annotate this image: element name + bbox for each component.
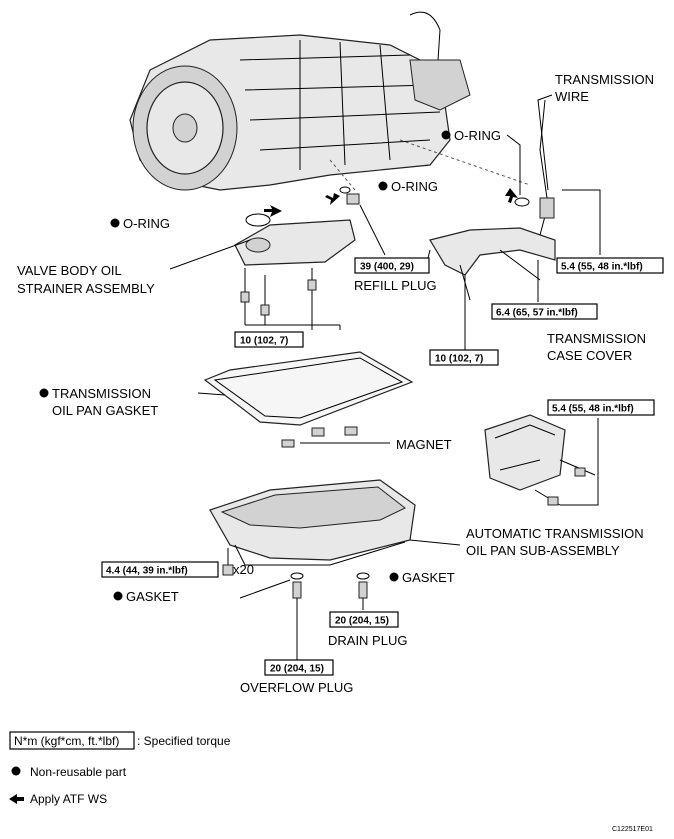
torque-strainer-bolts: 10 (102, 7) <box>234 331 304 348</box>
legend: N*m (kgf*cm, ft.*lbf) : Specified torque… <box>9 731 231 806</box>
oil-pan-gasket <box>203 351 414 426</box>
legend-torque-box: N*m (kgf*cm, ft.*lbf) <box>14 734 119 748</box>
svg-text:TRANSMISSION: TRANSMISSION <box>555 72 654 87</box>
svg-text:STRAINER ASSEMBLY: STRAINER ASSEMBLY <box>17 281 155 296</box>
o-ring-mid-label: O-RING <box>391 179 438 194</box>
svg-text:TRANSMISSION: TRANSMISSION <box>547 331 646 346</box>
o-ring-left-label: O-RING <box>123 216 170 231</box>
apply-atf-arrow-icon <box>9 794 24 804</box>
legend-apply-atf: Apply ATF WS <box>30 792 107 806</box>
gasket-left-label: GASKET <box>126 589 179 604</box>
svg-text:TRANSMISSION: TRANSMISSION <box>52 386 151 401</box>
svg-text:5.4 (55, 48 in.*lbf): 5.4 (55, 48 in.*lbf) <box>561 262 643 273</box>
svg-text:20 (204, 15): 20 (204, 15) <box>335 616 389 627</box>
overflow-plug-label: OVERFLOW PLUG <box>240 680 353 695</box>
non-reusable-dot-icon <box>110 218 120 228</box>
oil-pan-label: AUTOMATIC TRANSMISSION OIL PAN SUB-ASSEM… <box>466 526 644 558</box>
non-reusable-dot-icon <box>389 572 399 582</box>
transmission-wire-harness <box>424 99 556 301</box>
svg-text:6.4 (65, 57 in.*lbf): 6.4 (65, 57 in.*lbf) <box>496 308 578 319</box>
svg-text:OIL PAN SUB-ASSEMBLY: OIL PAN SUB-ASSEMBLY <box>466 543 620 558</box>
non-reusable-dot-icon <box>441 130 451 140</box>
magnets <box>281 426 390 448</box>
torque-drain-plug: 20 (204, 15) <box>329 611 399 628</box>
refill-plug-label: REFILL PLUG <box>354 278 437 293</box>
valve-body-label: VALVE BODY OIL STRAINER ASSEMBLY <box>17 263 155 296</box>
torque-wire-mid: 6.4 (65, 57 in.*lbf) <box>491 303 598 320</box>
transmission-illustration <box>129 11 471 191</box>
non-reusable-dot-icon <box>39 388 49 398</box>
torque-overflow-plug: 20 (204, 15) <box>264 659 334 676</box>
svg-text:10 (102, 7): 10 (102, 7) <box>240 336 288 347</box>
torque-refill-plug: 39 (400, 29) <box>354 257 430 274</box>
svg-text:OIL PAN GASKET: OIL PAN GASKET <box>52 403 158 418</box>
svg-text:VALVE BODY OIL: VALVE BODY OIL <box>17 263 122 278</box>
svg-text:AUTOMATIC TRANSMISSION: AUTOMATIC TRANSMISSION <box>466 526 644 541</box>
magnet-label: MAGNET <box>396 437 452 452</box>
x20-label: x20 <box>233 562 254 577</box>
leader-lines <box>169 94 601 599</box>
torque-pan-bolts: 4.4 (44, 39 in.*lbf) <box>101 561 219 578</box>
apply-atf-arrows <box>264 188 518 217</box>
valve-body-strainer <box>234 186 360 266</box>
svg-text:WIRE: WIRE <box>555 89 589 104</box>
svg-text:5.4 (55, 48 in.*lbf): 5.4 (55, 48 in.*lbf) <box>552 404 634 415</box>
legend-non-reusable: Non-reusable part <box>30 765 127 779</box>
case-cover <box>484 414 596 506</box>
drain-plug-label: DRAIN PLUG <box>328 633 407 648</box>
svg-text:20 (204, 15): 20 (204, 15) <box>270 664 324 675</box>
figure-code: C122517E01 <box>612 826 653 833</box>
torque-case-cover: 5.4 (55, 48 in.*lbf) <box>547 399 655 416</box>
non-reusable-dot-icon <box>378 181 388 191</box>
svg-text:10 (102, 7): 10 (102, 7) <box>435 354 483 365</box>
case-cover-label: TRANSMISSION CASE COVER <box>547 331 646 363</box>
legend-torque-desc: : Specified torque <box>137 734 231 748</box>
non-reusable-dot-icon <box>113 591 123 601</box>
gasket-right-label: GASKET <box>402 570 455 585</box>
o-ring-top-label: O-RING <box>454 128 501 143</box>
transmission-wire-label: TRANSMISSION WIRE <box>555 72 654 104</box>
svg-text:CASE COVER: CASE COVER <box>547 348 632 363</box>
non-reusable-dot-icon <box>11 766 21 776</box>
svg-text:4.4 (44, 39 in.*lbf): 4.4 (44, 39 in.*lbf) <box>106 566 188 577</box>
oil-pan-gasket-label: TRANSMISSION OIL PAN GASKET <box>52 386 158 418</box>
plugs <box>290 572 370 660</box>
svg-text:39 (400, 29): 39 (400, 29) <box>360 262 414 273</box>
strainer-bolts <box>240 268 341 330</box>
oil-pan <box>209 479 416 576</box>
torque-wire-lower: 10 (102, 7) <box>429 349 499 366</box>
torque-wire-bolt: 5.4 (55, 48 in.*lbf) <box>556 257 664 274</box>
